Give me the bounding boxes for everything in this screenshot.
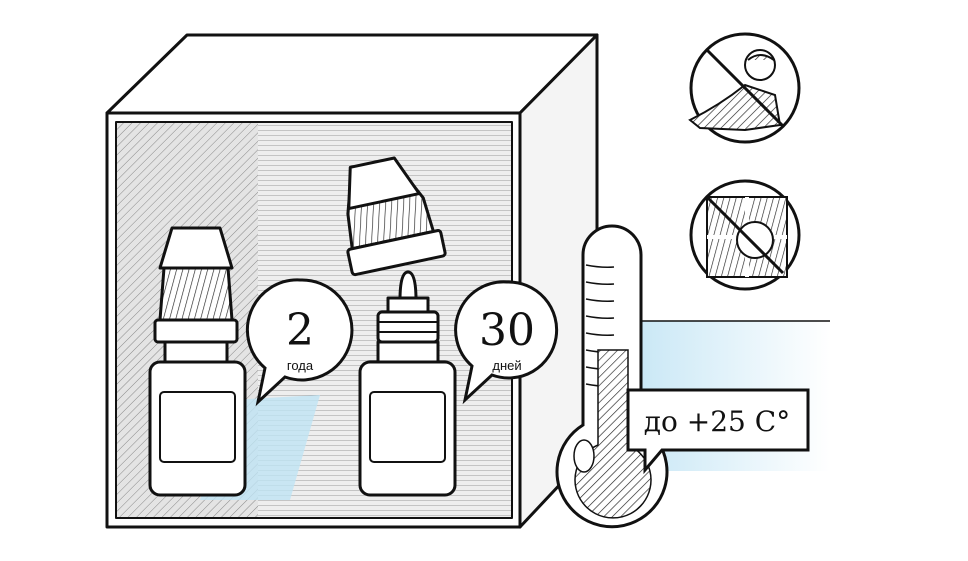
shelf-life-value: 2: [286, 305, 314, 356]
bottle-closed: [148, 226, 247, 497]
temperature-label: до +25 С°: [626, 388, 810, 475]
keep-away-from-children-icon: [688, 32, 801, 144]
after-opening-unit: дней: [492, 358, 521, 373]
dropper-cap: [346, 156, 447, 277]
thermometer: [555, 224, 669, 529]
after-opening-bubble: 30 дней: [454, 280, 559, 405]
after-opening-value: 30: [479, 305, 535, 356]
protect-from-light-icon: [689, 179, 801, 291]
shelf-life-bubble: 2 года: [245, 278, 354, 407]
bottle-open: [358, 270, 457, 497]
temperature-text: до +25 С°: [644, 405, 790, 438]
shelf-life-unit: года: [287, 358, 314, 373]
